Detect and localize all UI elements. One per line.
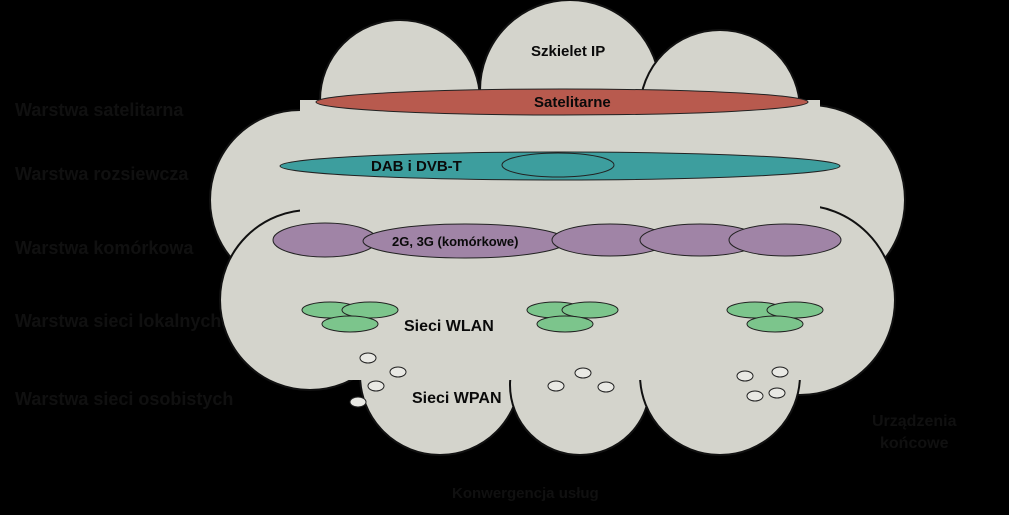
layer-label-wpan: Warstwa sieci osobistych (15, 389, 234, 409)
broadcast-cell (501, 152, 615, 178)
terminals-note-line-1: Urządzenia (872, 413, 957, 430)
wpan-cells (349, 352, 789, 408)
wpan-label: Sieci WPAN (412, 390, 502, 407)
cellular-band (272, 222, 842, 259)
layer-label-wlan: Warstwa sieci lokalnych (15, 311, 222, 331)
terminals-note: Urządzenia końcowe (872, 411, 956, 455)
layer-label-satellite: Warstwa satelitarna (15, 100, 184, 120)
cellular-band-label: 2G, 3G (komórkowe) (392, 234, 519, 249)
satellite-band (315, 88, 809, 116)
wlan-label: Sieci WLAN (404, 318, 494, 335)
wlan-cluster-2 (526, 301, 619, 333)
convergence-note: Konwergencja usług (452, 485, 599, 502)
backbone-label: Szkielet IP (531, 43, 606, 60)
satellite-band-label: Satelitarne (534, 94, 611, 111)
broadcast-band-label: DAB i DVB-T (371, 158, 462, 175)
wlan-cluster-1 (301, 301, 399, 333)
wlan-cluster-3 (726, 301, 824, 333)
layer-label-cellular: Warstwa komórkowa (15, 238, 194, 258)
terminals-note-line-2: końcowe (880, 435, 949, 452)
layer-label-broadcast: Warstwa rozsiewcza (15, 164, 189, 184)
